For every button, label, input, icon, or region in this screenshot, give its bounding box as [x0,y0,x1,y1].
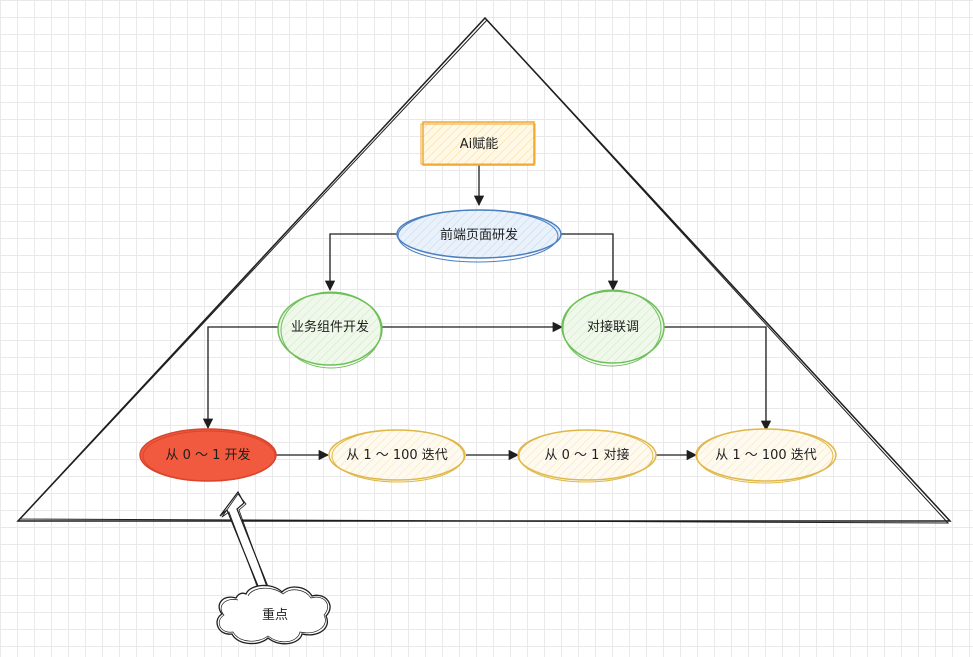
arrow-components-to-dev [202,326,278,430]
connectors [202,165,772,461]
node-integration[interactable]: 对接联调 [561,289,665,367]
node-iter-1-100-label: 从 1 ～ 100 迭代 [346,448,448,463]
node-iter-1-100-b-label: 从 1 ～ 100 迭代 [715,448,817,463]
node-integrate-0-1-label: 从 0 ～ 1 对接 [544,447,629,463]
node-components[interactable]: 业务组件开发 [277,291,383,369]
focus-cloud[interactable]: 重点 [216,584,331,645]
node-integration-label: 对接联调 [587,319,639,335]
node-ai[interactable]: Ai赋能 [420,121,536,166]
arrow-integration-to-iter [664,326,772,432]
node-frontend-label: 前端页面研发 [440,227,518,243]
node-dev-0-1-label: 从 0 ～ 1 开发 [165,447,250,463]
focus-cloud-label: 重点 [262,607,288,623]
node-dev-0-1[interactable]: 从 0 ～ 1 开发 [139,428,277,482]
node-ai-label: Ai赋能 [460,137,499,152]
pyramid-outline [16,16,952,524]
node-iter-1-100-b[interactable]: 从 1 ～ 100 迭代 [695,428,837,484]
focus-pointer-arrow [219,490,271,597]
node-frontend[interactable]: 前端页面研发 [396,209,562,263]
node-components-label: 业务组件开发 [291,319,369,335]
node-integrate-0-1[interactable]: 从 0 ～ 1 对接 [517,429,657,483]
node-iter-1-100[interactable]: 从 1 ～ 100 迭代 [328,429,466,483]
arrow-frontend-to-integration [560,233,619,292]
arrow-frontend-to-components [324,233,400,292]
